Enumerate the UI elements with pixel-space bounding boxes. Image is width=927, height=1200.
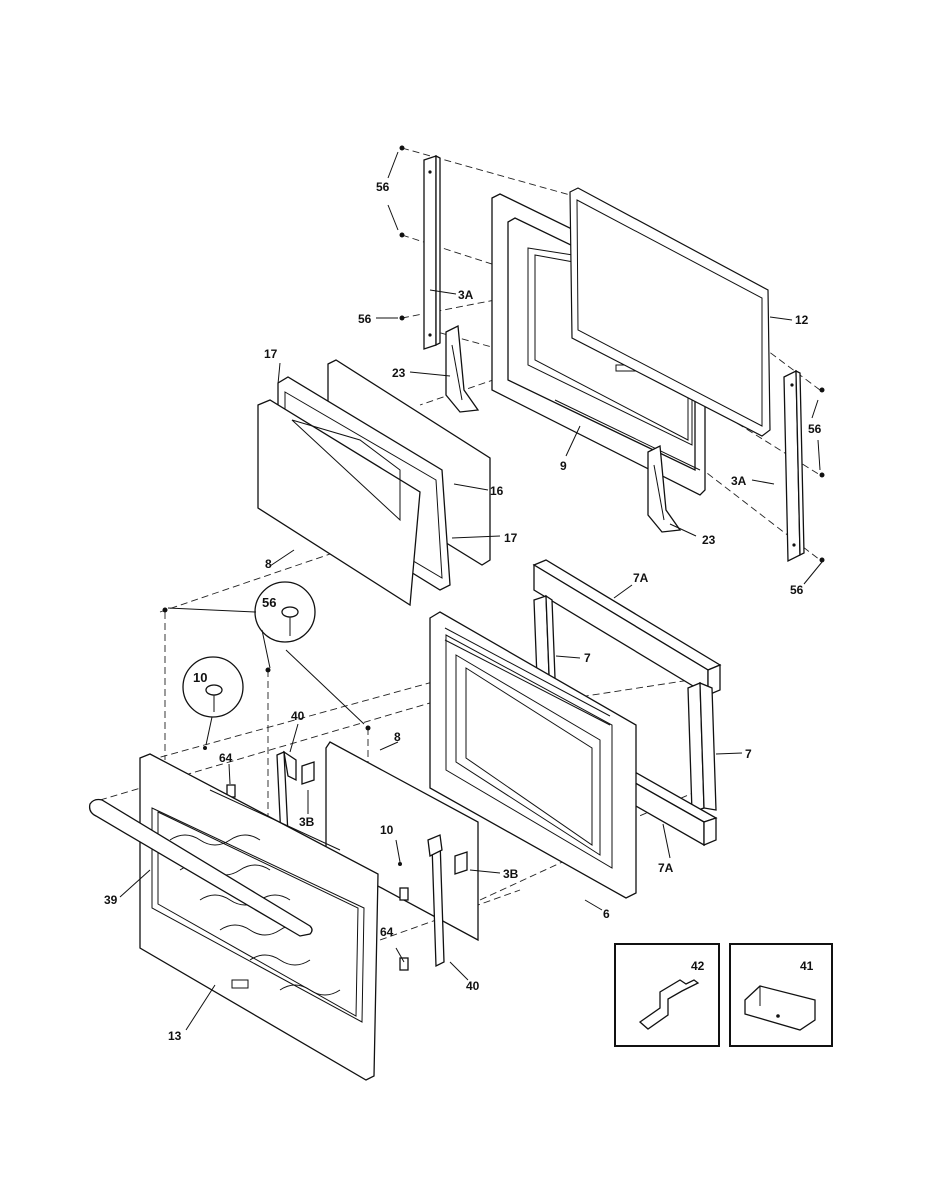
inset-42 bbox=[614, 943, 720, 1047]
clips bbox=[226, 761, 468, 971]
label-13: 13 bbox=[168, 1029, 182, 1043]
label-7a-bottom: 7A bbox=[658, 861, 674, 875]
label-23-left: 23 bbox=[392, 366, 406, 380]
hinge-left bbox=[445, 324, 480, 413]
label-16: 16 bbox=[490, 484, 504, 498]
door-bracket-left bbox=[276, 750, 297, 839]
label-7-right: 7 bbox=[745, 747, 752, 761]
label-56-top: 56 bbox=[376, 180, 390, 194]
label-8-upper: 8 bbox=[265, 557, 272, 571]
door-handle bbox=[88, 798, 313, 937]
label-56-right: 56 bbox=[808, 422, 822, 436]
label-3b-right: 3B bbox=[503, 867, 519, 881]
hinge-right bbox=[647, 444, 682, 533]
label-3a-right: 3A bbox=[731, 474, 747, 488]
label-7a-top: 7A bbox=[633, 571, 649, 585]
label-56-mid: 56 bbox=[358, 312, 372, 326]
door-seal-frame bbox=[569, 187, 771, 437]
outer-door bbox=[139, 753, 379, 1081]
label-8-lower: 8 bbox=[394, 730, 401, 744]
label-17-top: 17 bbox=[264, 347, 278, 361]
door-bracket-right bbox=[427, 834, 445, 968]
label-10-small: 10 bbox=[380, 823, 394, 837]
screw-callout-10 bbox=[182, 656, 244, 718]
label-40-right: 40 bbox=[466, 979, 480, 993]
side-bracket-left bbox=[423, 154, 441, 350]
label-23-right: 23 bbox=[702, 533, 716, 547]
label-40-left: 40 bbox=[291, 709, 305, 723]
label-64-lower: 64 bbox=[380, 925, 394, 939]
door-liner-panel bbox=[429, 611, 637, 899]
label-42: 42 bbox=[691, 959, 705, 973]
label-17-bottom: 17 bbox=[504, 531, 518, 545]
label-64-upper: 64 bbox=[219, 751, 233, 765]
label-9: 9 bbox=[560, 459, 567, 473]
label-56-circle: 56 bbox=[262, 595, 276, 610]
label-3a-left: 3A bbox=[458, 288, 474, 302]
leader-lines bbox=[119, 151, 823, 1031]
screws bbox=[162, 145, 825, 866]
label-10-circle: 10 bbox=[193, 670, 207, 685]
label-12: 12 bbox=[795, 313, 809, 327]
label-39: 39 bbox=[104, 893, 118, 907]
screw-callout-56 bbox=[254, 581, 316, 643]
label-41: 41 bbox=[800, 959, 814, 973]
label-56-bottom-right: 56 bbox=[790, 583, 804, 597]
label-3b-left: 3B bbox=[299, 815, 315, 829]
label-6: 6 bbox=[603, 907, 610, 921]
inset-41 bbox=[729, 943, 833, 1047]
label-7-upper: 7 bbox=[584, 651, 591, 665]
glass-pack-upper bbox=[257, 359, 491, 607]
side-bracket-right bbox=[783, 369, 805, 563]
callout-labels: 56 3A 56 12 17 23 56 9 3A 16 17 23 8 56 … bbox=[104, 180, 822, 1043]
